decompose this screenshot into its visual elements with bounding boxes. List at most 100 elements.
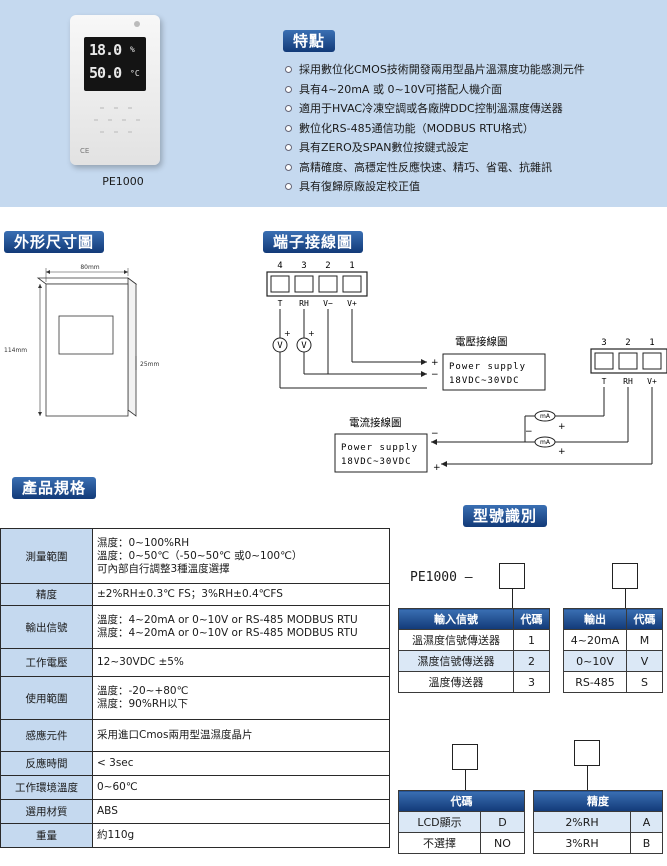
ce-mark: CE: [80, 147, 90, 155]
terminal-label: RH: [299, 299, 309, 308]
spec-label: 感應元件: [0, 719, 93, 752]
dimensions-title: 外形尺寸圖: [4, 231, 105, 253]
voltmeter-icon: V: [301, 341, 307, 351]
specs-title: 產品規格: [12, 477, 97, 499]
table-row: 重量 約110g: [0, 823, 390, 848]
product-photo: 18.0 % 50.0 °C CE: [70, 15, 160, 165]
terminal-label: T: [278, 299, 283, 308]
code-box-output: [612, 563, 638, 589]
terminal-number: 3: [601, 338, 606, 348]
terminal-label: T: [602, 377, 607, 386]
lcd-display: 18.0 % 50.0 °C: [84, 37, 146, 91]
voltmeter-icon: V: [277, 341, 283, 351]
product-model-caption: PE1000: [102, 175, 144, 188]
feature-item: 適用于HVAC冷凍空調或各廠牌DDC控制溫濕度傳送器: [285, 99, 585, 119]
terminal-number: 4: [277, 261, 282, 271]
spec-value: 采用進口Cmos兩用型温濕度晶片: [92, 719, 390, 752]
plus-sign: +: [431, 358, 439, 368]
spec-label: 選用材質: [0, 799, 93, 824]
lcd-reading-humidity: 18.0: [89, 41, 122, 59]
table-header: 代碼: [626, 608, 663, 630]
plus-sign: +: [308, 329, 315, 338]
dimension-drawing: 80mm 114mm 25mm: [4, 264, 159, 417]
spec-label: 精度: [0, 583, 93, 606]
feature-item: 數位化RS-485通信功能（MODBUS RTU格式）: [285, 119, 585, 139]
table-header: 代碼: [513, 608, 550, 630]
spec-label: 使用範圍: [0, 676, 93, 720]
terminal-label: V−: [323, 299, 333, 308]
spec-label: 輸出信號: [0, 605, 93, 649]
voltage-diagram-title: 電壓接線圖: [455, 335, 508, 348]
power-supply-voltage: 18VDC~30VDC: [449, 376, 520, 386]
table-row: 精度 ±2%RH±0.3℃ FS；3%RH±0.4℃FS: [0, 583, 390, 606]
table-header: 輸出: [563, 608, 627, 630]
feature-item: 具有復歸原廠設定校正值: [285, 177, 585, 197]
spec-value: < 3sec: [92, 751, 390, 776]
features-list: 採用數位化CMOS技術開發兩用型晶片溫濕度功能感測元件 具有4~20mA 或 0…: [285, 60, 585, 197]
dimension-width: 80mm: [80, 264, 99, 271]
ammeter-icon: mA: [540, 413, 551, 420]
spec-label: 工作電壓: [0, 648, 93, 677]
lcd-unit-temperature: °C: [130, 69, 140, 78]
spec-label: 反應時間: [0, 751, 93, 776]
spec-label: 重量: [0, 823, 93, 848]
sensor-dot: [134, 21, 140, 27]
feature-item: 具有4~20mA 或 0~10V可搭配人機介面: [285, 80, 585, 100]
spec-label: 工作環境溫度: [0, 775, 93, 800]
minus-sign: −: [431, 370, 439, 380]
spec-value: 12~30VDC ±5%: [92, 648, 390, 677]
terminal-number: 2: [625, 338, 630, 348]
code-box-input: [499, 563, 525, 589]
power-supply-label: Power supply: [341, 443, 418, 453]
spec-value: 約110g: [92, 823, 390, 848]
table-row: 選用材質 ABS: [0, 799, 390, 824]
dimension-depth: 25mm: [140, 361, 159, 368]
terminal-label: V+: [647, 377, 657, 386]
model-id-title: 型號識別: [463, 505, 548, 527]
wiring-diagram: 4 3 2 1 T RH V− V+ V V + + + − 電壓接線圖 Pow…: [266, 261, 667, 473]
spec-value: ABS: [92, 799, 390, 824]
terminal-label: V+: [347, 299, 357, 308]
plus-sign: +: [558, 422, 566, 432]
features-title: 特點: [283, 30, 336, 52]
terminal-label: RH: [623, 377, 633, 386]
model-prefix: PE1000 —: [410, 570, 473, 585]
plus-sign: +: [284, 329, 291, 338]
current-diagram-title: 電流接線圖: [349, 416, 402, 429]
terminal-number: 2: [325, 261, 330, 271]
power-supply-label: Power supply: [449, 362, 526, 372]
plus-sign: +: [433, 463, 441, 473]
ammeter-icon: mA: [540, 439, 551, 446]
spec-label: 測量範圍: [0, 528, 93, 584]
feature-item: 採用數位化CMOS技術開發兩用型晶片溫濕度功能感測元件: [285, 60, 585, 80]
table-row: 感應元件 采用進口Cmos兩用型温濕度晶片: [0, 719, 390, 752]
lcd-reading-temperature: 50.0: [89, 64, 122, 82]
code-box-accuracy: [574, 740, 600, 766]
lcd-unit-humidity: %: [130, 45, 135, 54]
feature-item: 具有ZERO及SPAN數位按鍵式設定: [285, 138, 585, 158]
table-header: 代碼: [398, 790, 525, 812]
power-supply-voltage: 18VDC~30VDC: [341, 457, 412, 467]
table-row: 工作電壓 12~30VDC ±5%: [0, 648, 390, 677]
table-row: 工作環境溫度 0~60℃: [0, 775, 390, 800]
table-row: 反應時間 < 3sec: [0, 751, 390, 776]
